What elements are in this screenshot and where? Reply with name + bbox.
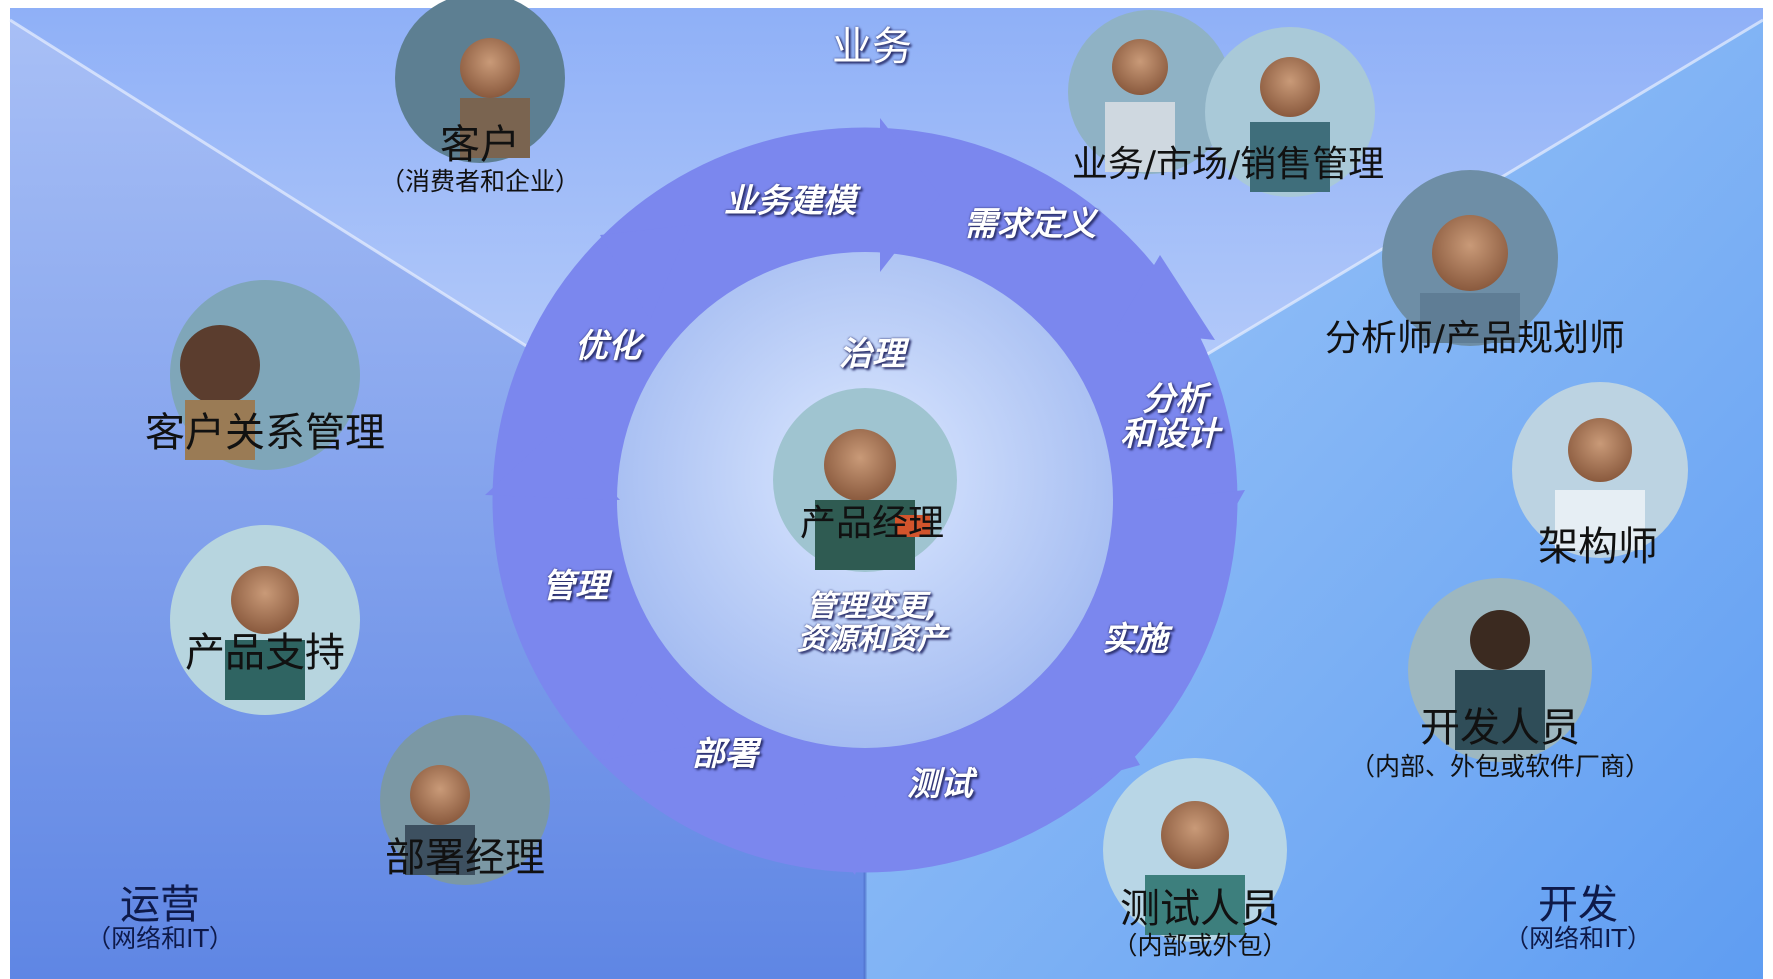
- zone-subtitle-development: （网络和IT）: [1504, 924, 1652, 953]
- role-tester-title: 测试人员: [1120, 886, 1280, 932]
- role-developer-subtitle: （内部、外包或软件厂商）: [1349, 752, 1651, 781]
- stage-analysis: 分析: [1142, 379, 1208, 418]
- role-architect-title: 架构师: [1538, 524, 1658, 570]
- zone-title-business: 业务: [832, 24, 912, 70]
- center-governance-label: 治理: [839, 334, 905, 373]
- zone-subtitle-operations: （网络和IT）: [86, 924, 234, 953]
- stage-design: 和设计: [1120, 414, 1220, 453]
- zone-title-development: 开发: [1538, 882, 1618, 928]
- role-business-mgmt-title: 业务/市场/销售管理: [1071, 144, 1385, 185]
- role-customer-subtitle: （消费者和企业）: [379, 167, 581, 196]
- center-change-line2: 资源和资产: [797, 622, 947, 657]
- role-customer-title: 客户: [440, 122, 520, 168]
- stage-testing: 测试: [907, 764, 973, 803]
- role-developer-title: 开发人员: [1420, 705, 1580, 751]
- stage-optimization: 优化: [575, 326, 641, 365]
- role-tester-subtitle: （内部或外包）: [1112, 931, 1288, 960]
- stage-requirements: 需求定义: [964, 204, 1096, 243]
- stage-deployment: 部署: [692, 734, 758, 773]
- portrait-discs: [170, 0, 1688, 942]
- center-change-line1: 管理变更,: [806, 589, 938, 624]
- cycle-arrowheads: [485, 118, 1245, 875]
- stage-management: 管理: [542, 566, 608, 605]
- center-role-label: 产品经理: [799, 503, 945, 544]
- stage-implementation: 实施: [1102, 619, 1168, 658]
- stage-business-modeling: 业务建模: [724, 181, 856, 220]
- zone-title-operations: 运营: [120, 882, 200, 928]
- role-support-title: 产品支持: [185, 630, 345, 676]
- role-crm-title: 客户关系管理: [145, 410, 385, 456]
- role-analyst-title: 分析师/产品规划师: [1324, 318, 1626, 359]
- role-deploy-mgr-title: 部署经理: [385, 835, 545, 881]
